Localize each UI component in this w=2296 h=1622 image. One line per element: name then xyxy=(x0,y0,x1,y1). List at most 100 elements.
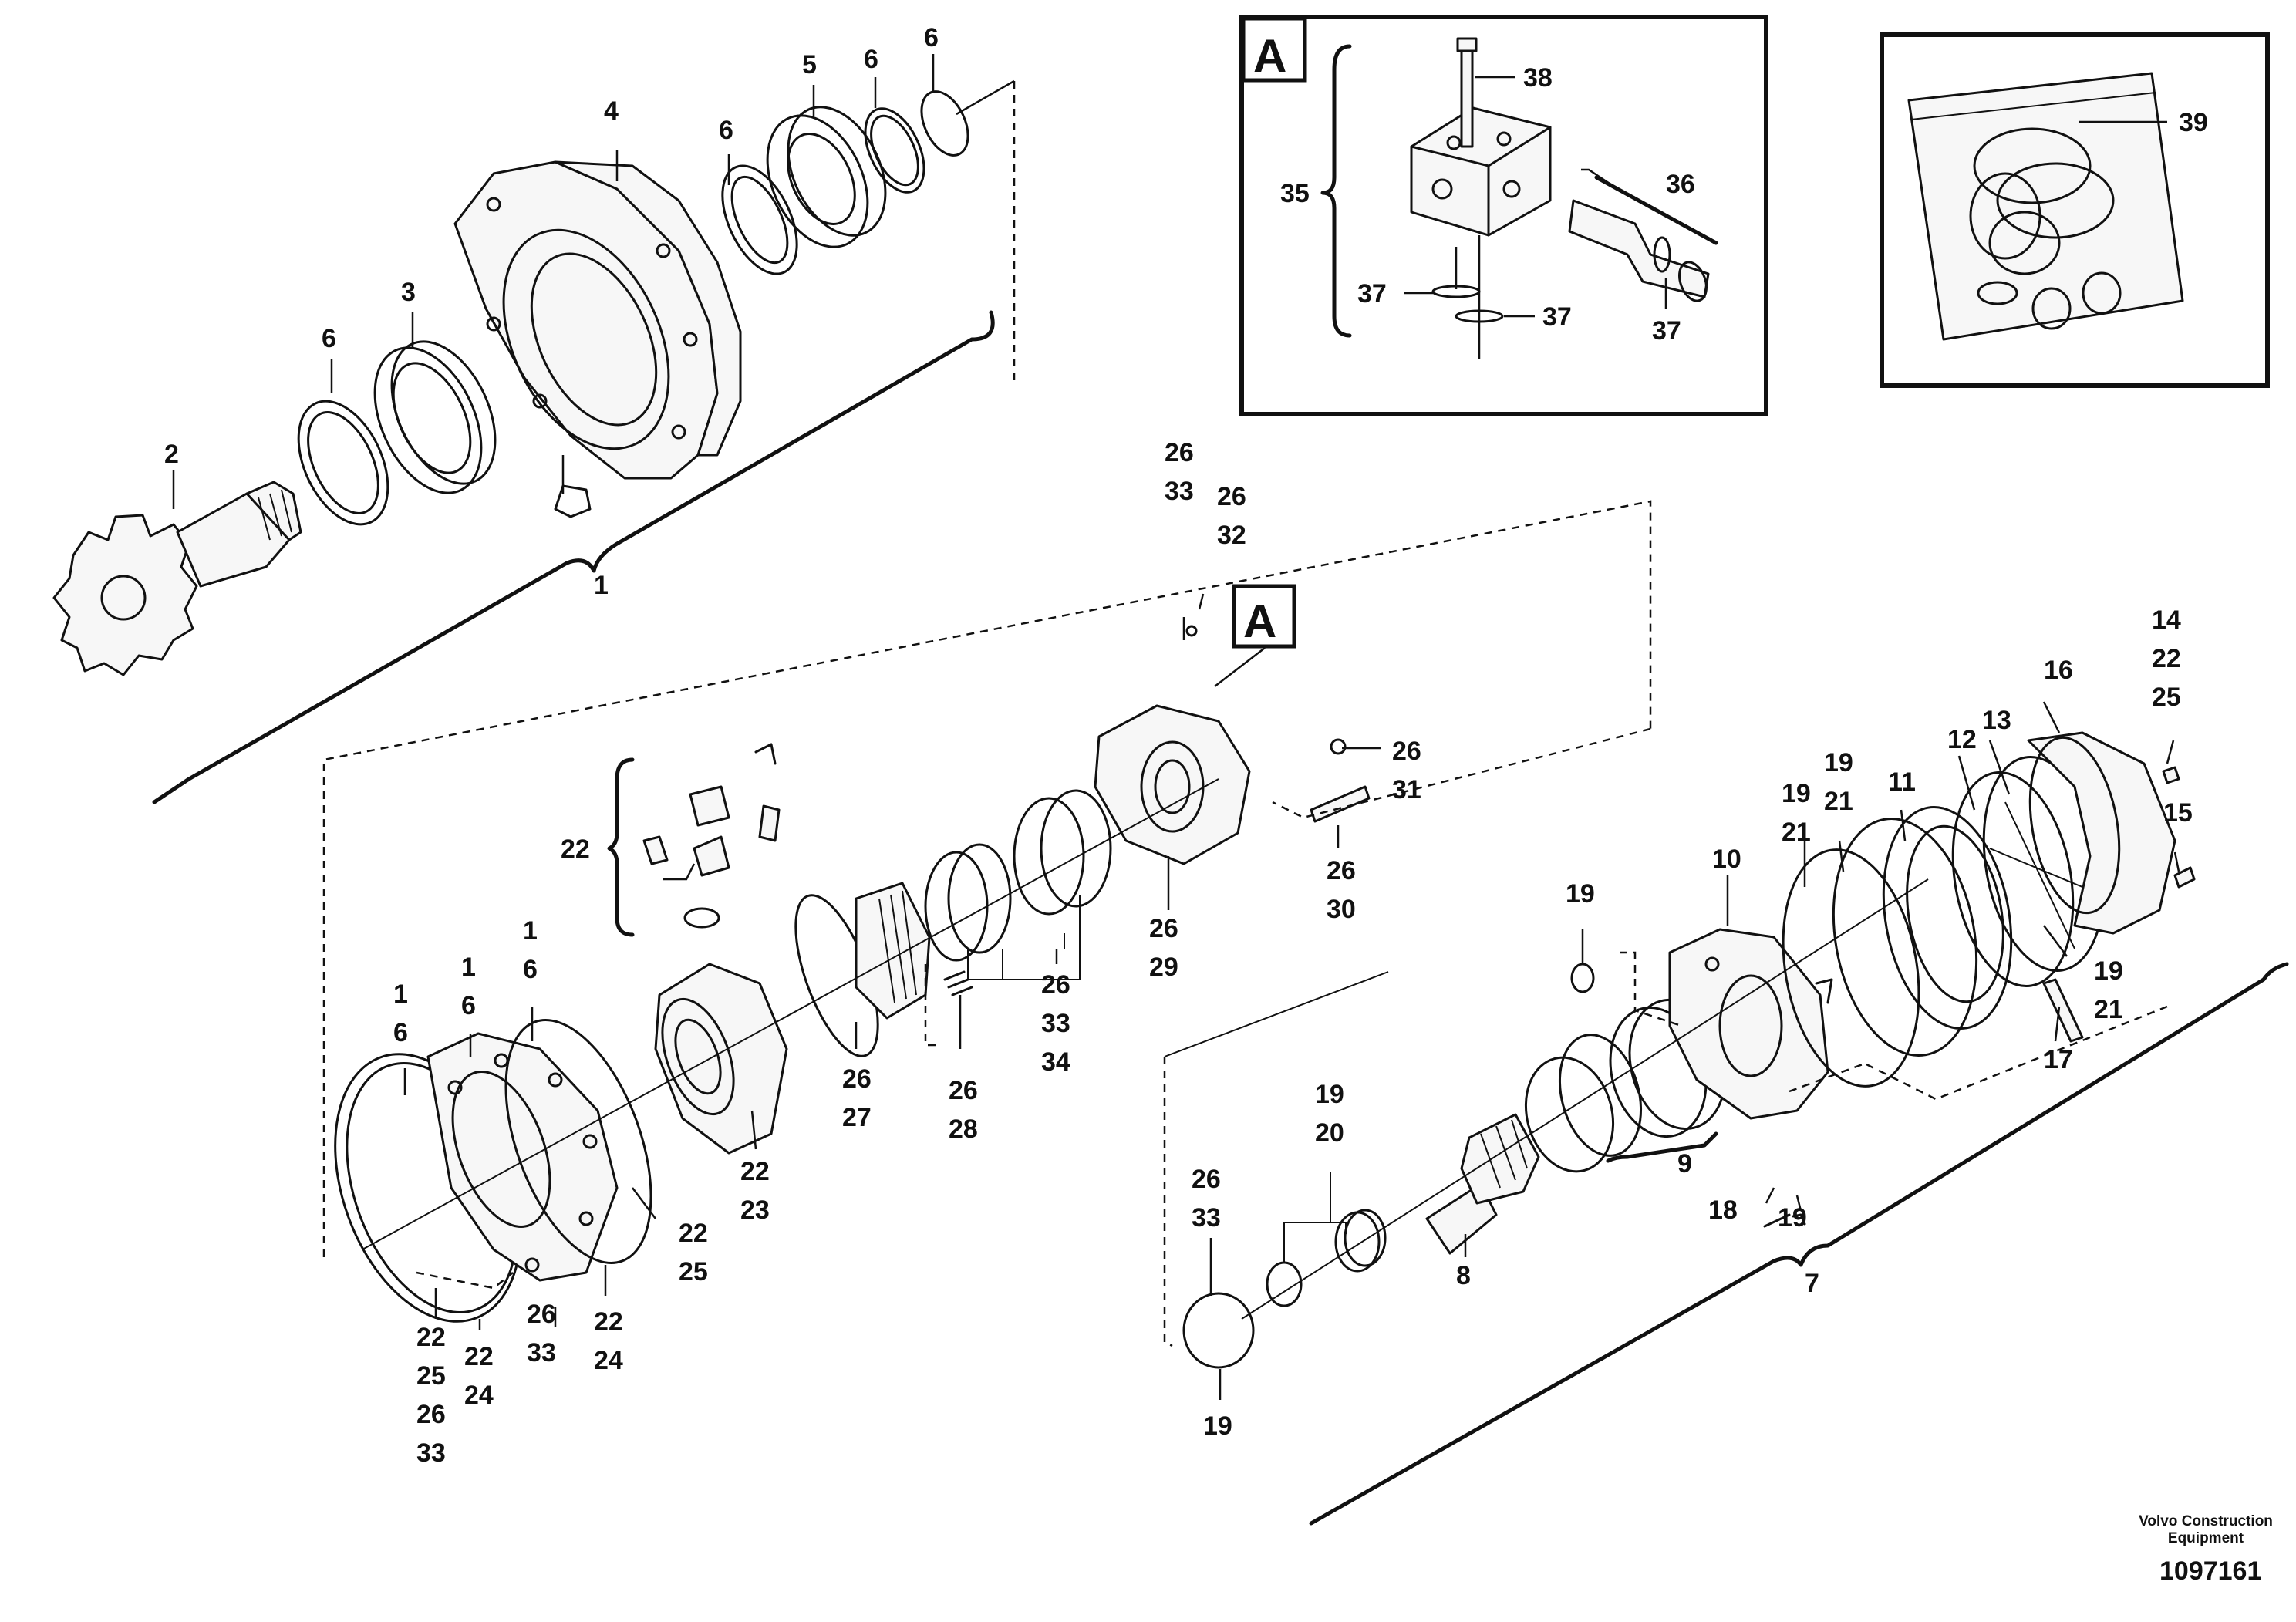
callout-label: 22 xyxy=(464,1342,494,1371)
callout-label: 33 xyxy=(1041,1009,1070,1038)
lower-leaders xyxy=(1209,701,2180,1400)
callout-label: 33 xyxy=(527,1338,556,1367)
housing-part xyxy=(453,160,742,518)
pinion-shaft-part xyxy=(52,481,302,676)
callout-label: 9 xyxy=(1677,1149,1692,1179)
callout-label: 16 xyxy=(2044,656,2073,685)
callout-label: 22 xyxy=(2152,644,2181,673)
callout-label: 22 xyxy=(416,1323,446,1352)
callout-label: 32 xyxy=(1217,521,1246,550)
callout-label: 29 xyxy=(1149,953,1178,982)
middle-leaders xyxy=(403,593,1381,1330)
bearing-shape xyxy=(373,346,483,494)
seal-ring-shape xyxy=(297,400,389,526)
detail-box-letter: A xyxy=(1253,30,1286,82)
callout-label: 14 xyxy=(2152,605,2181,635)
callout-label: 26 xyxy=(1327,856,1356,885)
callout-label: 37 xyxy=(1357,279,1387,309)
callout-label: 7 xyxy=(1805,1269,1819,1298)
upper-leaders xyxy=(172,54,1015,509)
detail-box-a: A xyxy=(1239,15,1768,416)
callout-label: 6 xyxy=(322,324,336,353)
callout-label: 4 xyxy=(604,96,619,126)
callout-label: 22 xyxy=(561,835,590,864)
company-name-line2: Equipment xyxy=(2168,1530,2244,1546)
callout-label: 15 xyxy=(2163,798,2193,828)
callout-label: 35 xyxy=(1280,179,1310,208)
callout-label: 26 xyxy=(949,1076,978,1105)
callout-label: 26 xyxy=(1217,482,1246,511)
company-name-line1: Volvo Construction xyxy=(2139,1513,2273,1529)
callout-label: 19 xyxy=(1203,1411,1232,1441)
callout-labels: 4 5 6 6 6 3 6 2 1 38 35 36 37 37 37 39 A… xyxy=(164,23,2208,1468)
callout-label: 30 xyxy=(1327,895,1356,924)
callout-label: 21 xyxy=(1824,787,1853,816)
brace-assembly-1 xyxy=(152,310,995,804)
callout-label: 3 xyxy=(401,278,416,307)
callout-label: 6 xyxy=(924,23,939,52)
callout-label: 1 xyxy=(393,980,408,1009)
callout-label: 33 xyxy=(416,1438,446,1468)
callout-label: 25 xyxy=(679,1257,708,1286)
callout-label: 24 xyxy=(594,1346,623,1375)
callout-label: 34 xyxy=(1041,1047,1070,1077)
callout-label: 27 xyxy=(842,1103,872,1132)
callout-label: 2 xyxy=(164,440,179,469)
detail-reference-letter: A xyxy=(1243,595,1276,647)
callout-label: 1 xyxy=(523,916,538,946)
callout-label: 12 xyxy=(1947,725,1977,754)
callout-label: 19 xyxy=(1782,779,1811,808)
middle-assembly xyxy=(334,625,1371,1323)
callout-label: 19 xyxy=(2094,956,2123,986)
callout-label: 13 xyxy=(1982,706,2011,735)
callout-label: 28 xyxy=(949,1114,978,1144)
callout-label: 26 xyxy=(1192,1165,1221,1194)
callout-label: 33 xyxy=(1165,477,1194,506)
callout-label: 8 xyxy=(1456,1261,1471,1290)
callout-label: 33 xyxy=(1192,1203,1221,1233)
callout-label: 19 xyxy=(1566,879,1595,909)
callout-label: 19 xyxy=(1824,748,1853,777)
callout-label: 6 xyxy=(461,991,476,1020)
callout-label: 22 xyxy=(740,1157,770,1186)
callout-label: 26 xyxy=(842,1064,872,1094)
callout-label: 31 xyxy=(1392,775,1421,804)
callout-label: 1 xyxy=(461,953,476,982)
lower-assembly xyxy=(1182,731,2196,1369)
callout-label: 26 xyxy=(527,1300,556,1329)
callout-label: 6 xyxy=(393,1018,408,1047)
drawing-number: 1097161 xyxy=(2159,1556,2261,1586)
callout-label: 10 xyxy=(1712,845,1741,874)
callout-label: 26 xyxy=(1041,970,1070,1000)
callout-label: 23 xyxy=(740,1195,770,1225)
footer: Volvo Construction Equipment 1097161 xyxy=(2139,1513,2273,1586)
callout-label: 37 xyxy=(1652,316,1681,346)
seal-kit-box xyxy=(1880,32,2270,388)
callout-label: 39 xyxy=(2179,108,2208,137)
callout-label: 37 xyxy=(1542,302,1572,332)
callout-label: 21 xyxy=(2094,995,2123,1024)
callout-label: 36 xyxy=(1666,170,1695,199)
callout-label: 17 xyxy=(2044,1045,2073,1074)
callout-label: 22 xyxy=(594,1307,623,1337)
callout-label: 11 xyxy=(1888,767,1916,797)
callout-label: 6 xyxy=(719,116,733,145)
callout-label: 5 xyxy=(802,50,817,79)
brace-assembly-7 xyxy=(1309,962,2289,1526)
callout-label: 20 xyxy=(1315,1118,1344,1148)
callout-label: 22 xyxy=(679,1219,708,1248)
callout-label: 21 xyxy=(1782,818,1811,847)
callout-label: 1 xyxy=(594,571,609,600)
callout-label: 6 xyxy=(864,45,878,74)
callout-label: 18 xyxy=(1708,1195,1738,1225)
upper-assembly xyxy=(52,90,969,676)
callout-label: 6 xyxy=(523,955,538,984)
callout-label: 26 xyxy=(1392,737,1421,766)
callout-label: 25 xyxy=(416,1361,446,1391)
callout-label: 38 xyxy=(1523,63,1553,93)
callout-label: 26 xyxy=(416,1400,446,1429)
callout-label: 25 xyxy=(2152,683,2181,712)
callout-label: 24 xyxy=(464,1381,494,1410)
callout-label: 19 xyxy=(1778,1203,1807,1233)
